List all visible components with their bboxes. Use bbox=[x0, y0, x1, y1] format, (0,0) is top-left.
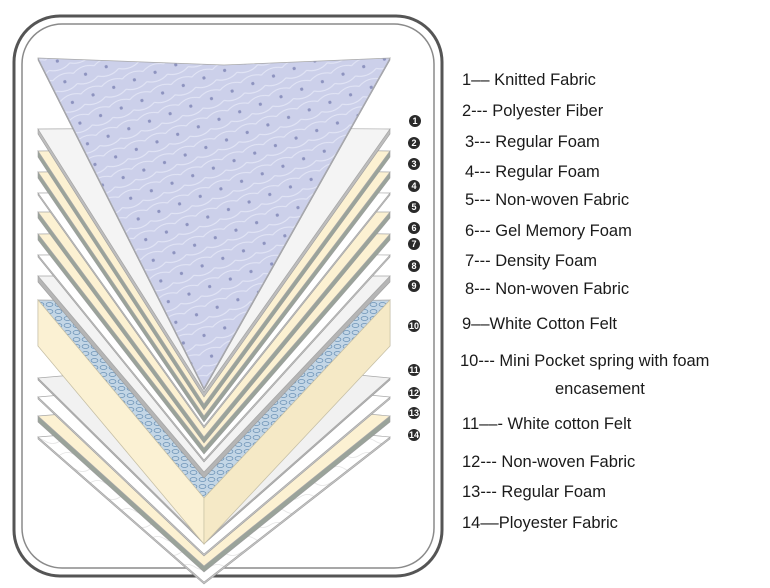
legend-item-3: 3--- Regular Foam bbox=[465, 133, 600, 151]
legend-item-10-line2: encasement bbox=[555, 380, 645, 398]
legend-item-7: 7--- Density Foam bbox=[465, 252, 598, 270]
legend-item-13: 13--- Regular Foam bbox=[462, 483, 606, 501]
marker-circle-9 bbox=[408, 280, 420, 292]
marker-12: 12 bbox=[408, 387, 420, 399]
marker-circle-10 bbox=[408, 320, 420, 332]
marker-1: 1 bbox=[409, 115, 421, 127]
marker-10: 10 bbox=[408, 320, 420, 332]
marker-6: 6 bbox=[408, 222, 420, 234]
marker-number-3: 3 bbox=[411, 159, 416, 169]
legend-item-1: 1–– Knitted Fabric bbox=[462, 71, 596, 89]
marker-number-7: 7 bbox=[411, 239, 416, 249]
marker-8: 8 bbox=[408, 260, 420, 272]
marker-circle-7 bbox=[408, 238, 420, 250]
legend-item-9: 9––White Cotton Felt bbox=[462, 315, 617, 333]
marker-2: 2 bbox=[408, 137, 420, 149]
foam-encasement-right bbox=[203, 299, 391, 545]
layer-1 bbox=[37, 56, 391, 391]
marker-circle-13 bbox=[408, 407, 420, 419]
legend-item-12: 12--- Non-woven Fabric bbox=[462, 453, 636, 471]
marker-9: 9 bbox=[408, 280, 420, 292]
marker-5: 5 bbox=[408, 201, 420, 213]
marker-number-2: 2 bbox=[411, 138, 416, 148]
marker-circle-6 bbox=[408, 222, 420, 234]
layer-1-surface bbox=[37, 57, 391, 389]
marker-circle-5 bbox=[408, 201, 420, 213]
legend-item-10: 10--- Mini Pocket spring with foam bbox=[460, 352, 710, 370]
marker-number-1: 1 bbox=[412, 116, 417, 126]
marker-number-12: 12 bbox=[409, 388, 419, 398]
legend-item-14: 14––Ployester Fabric bbox=[462, 514, 618, 532]
legend-item-5: 5--- Non-woven Fabric bbox=[465, 191, 630, 209]
marker-13: 13 bbox=[408, 407, 420, 419]
marker-circle-2 bbox=[408, 137, 420, 149]
marker-number-4: 4 bbox=[411, 181, 416, 191]
legend-item-6: 6--- Gel Memory Foam bbox=[465, 222, 632, 240]
marker-11: 11 bbox=[408, 364, 420, 376]
marker-number-6: 6 bbox=[411, 223, 416, 233]
marker-4: 4 bbox=[408, 180, 420, 192]
marker-number-13: 13 bbox=[409, 408, 419, 418]
marker-number-8: 8 bbox=[411, 261, 416, 271]
marker-circle-11 bbox=[408, 364, 420, 376]
marker-circle-8 bbox=[408, 260, 420, 272]
marker-circle-4 bbox=[408, 180, 420, 192]
marker-circle-12 bbox=[408, 387, 420, 399]
marker-14: 14 bbox=[408, 429, 420, 441]
marker-circle-1 bbox=[409, 115, 421, 127]
marker-circle-14 bbox=[408, 429, 420, 441]
marker-3: 3 bbox=[408, 158, 420, 170]
legend-item-11: 11––- White cotton Felt bbox=[462, 415, 632, 433]
marker-number-14: 14 bbox=[409, 430, 419, 440]
legend-item-4: 4--- Regular Foam bbox=[465, 163, 600, 181]
marker-number-9: 9 bbox=[411, 281, 416, 291]
diagram-frame-inner bbox=[21, 23, 435, 569]
marker-7: 7 bbox=[408, 238, 420, 250]
marker-number-5: 5 bbox=[411, 202, 416, 212]
layers-group bbox=[37, 56, 391, 585]
marker-circle-3 bbox=[408, 158, 420, 170]
legend-item-8: 8--- Non-woven Fabric bbox=[465, 280, 630, 298]
marker-number-11: 11 bbox=[409, 365, 419, 375]
marker-number-10: 10 bbox=[409, 321, 419, 331]
legend-item-2: 2--- Polyester Fiber bbox=[462, 102, 604, 120]
